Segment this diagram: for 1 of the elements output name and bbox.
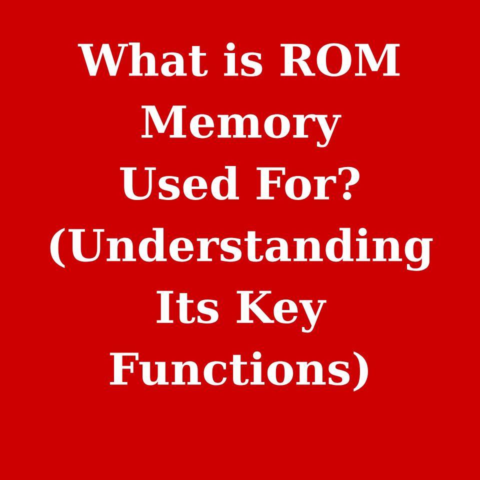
title: What is ROM Memory Used For? (Understanding Its Key Functions) bbox=[50, 42, 433, 392]
